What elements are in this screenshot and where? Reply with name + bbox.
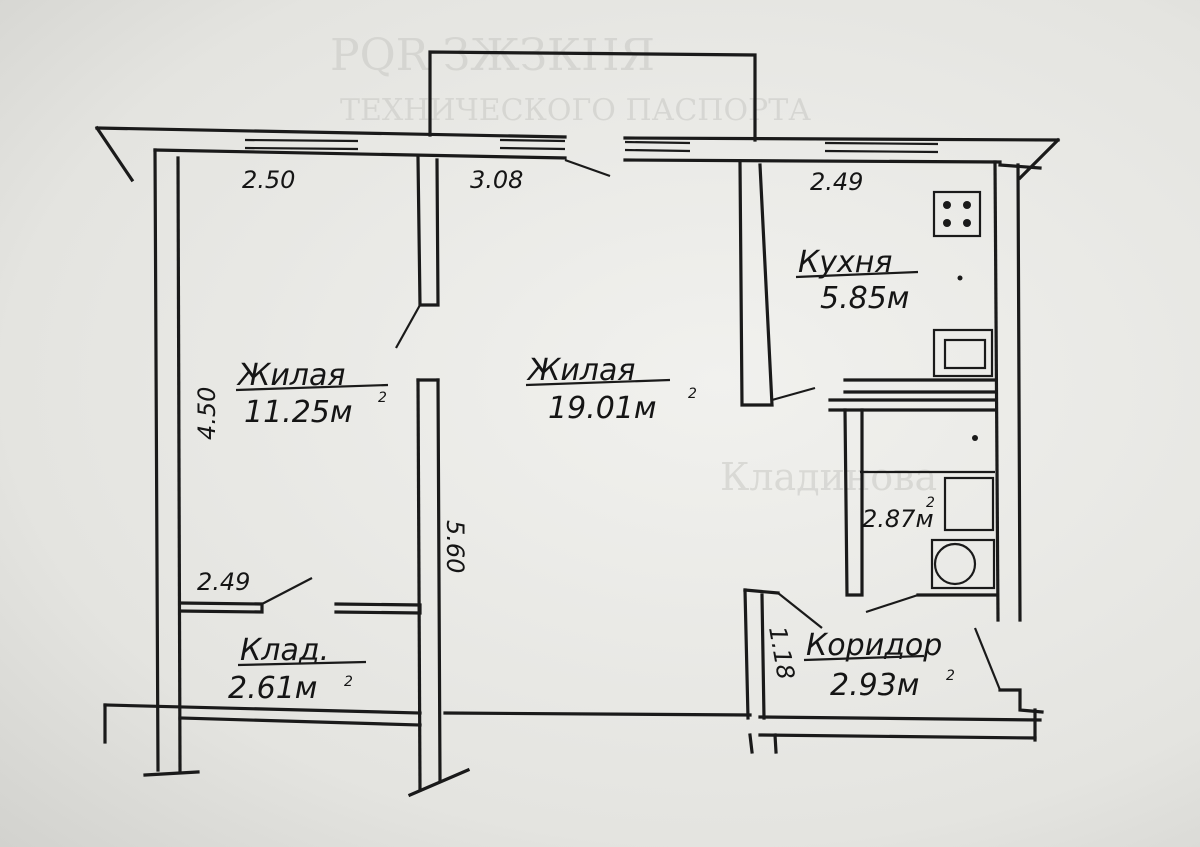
name-underline — [795, 270, 919, 279]
partition-kitchen — [738, 160, 997, 412]
dim-top-right: 2.49 — [810, 168, 863, 196]
name-underline — [235, 383, 389, 392]
area-unit-exponent: 2 — [926, 495, 935, 511]
balcony-outline — [428, 50, 757, 142]
room-bathroom: 2.87м 2 — [862, 495, 935, 533]
sink-icon — [932, 328, 994, 378]
top-exterior-wall — [94, 125, 1061, 183]
corridor-partition — [743, 588, 1002, 720]
kitchen-dot — [957, 275, 963, 281]
bath-dot — [972, 435, 978, 441]
dim-left-height: 4.50 — [193, 387, 221, 440]
name-underline — [803, 654, 925, 662]
area-unit-exponent: 2 — [378, 390, 387, 406]
dim-storage-width: 2.49 — [197, 568, 250, 596]
left-exterior-wall — [143, 148, 200, 777]
toilet-icon — [930, 538, 996, 590]
bathtub-icon — [943, 476, 995, 532]
room-storage: Клад. 2.61м 2 — [228, 633, 367, 706]
bathroom-block — [843, 408, 997, 614]
dim-top-mid: 3.08 — [470, 166, 523, 194]
room-area: 2.93м — [830, 668, 919, 703]
dim-mid-height: 5.60 — [441, 520, 469, 573]
dim-top-left: 2.50 — [242, 166, 295, 194]
svg-text:Кладинова: Кладинова — [720, 455, 937, 499]
partition-left — [395, 156, 471, 798]
room-kitchen: Кухня 5.85м — [795, 245, 919, 316]
svg-text:ТЕХНИЧЕСКОГО ПАСПОРТА: ТЕХНИЧЕСКОГО ПАСПОРТА — [340, 93, 811, 128]
bleed-through-marks: PQR ЗЖЗКНЯ ТЕХНИЧЕСКОГО ПАСПОРТА Кладино… — [330, 30, 937, 499]
room-area: 5.85м — [820, 281, 909, 316]
area-unit-exponent: 2 — [946, 668, 955, 684]
svg-text:PQR ЗЖЗКНЯ: PQR ЗЖЗКНЯ — [330, 30, 655, 81]
room-area: 11.25м — [244, 395, 353, 430]
room-corridor: Коридор 2.93м 2 — [803, 628, 955, 703]
stove-icon — [932, 190, 982, 238]
area-unit-exponent: 2 — [344, 674, 353, 690]
room-living-large: Жилая 19.01м 2 — [525, 353, 697, 426]
name-underline — [525, 378, 671, 387]
room-area: 2.87м — [862, 505, 934, 533]
right-exterior-wall — [993, 160, 1044, 714]
storage-partition — [178, 577, 422, 615]
area-unit-exponent: 2 — [688, 386, 697, 402]
room-area: 19.01м — [548, 391, 657, 426]
room-living-small: Жилая 11.25м 2 — [235, 358, 389, 430]
room-area: 2.61м — [228, 671, 317, 706]
dim-corridor-width: 1.18 — [763, 624, 800, 681]
name-underline — [237, 660, 367, 667]
bottom-exterior-wall — [103, 703, 1042, 754]
